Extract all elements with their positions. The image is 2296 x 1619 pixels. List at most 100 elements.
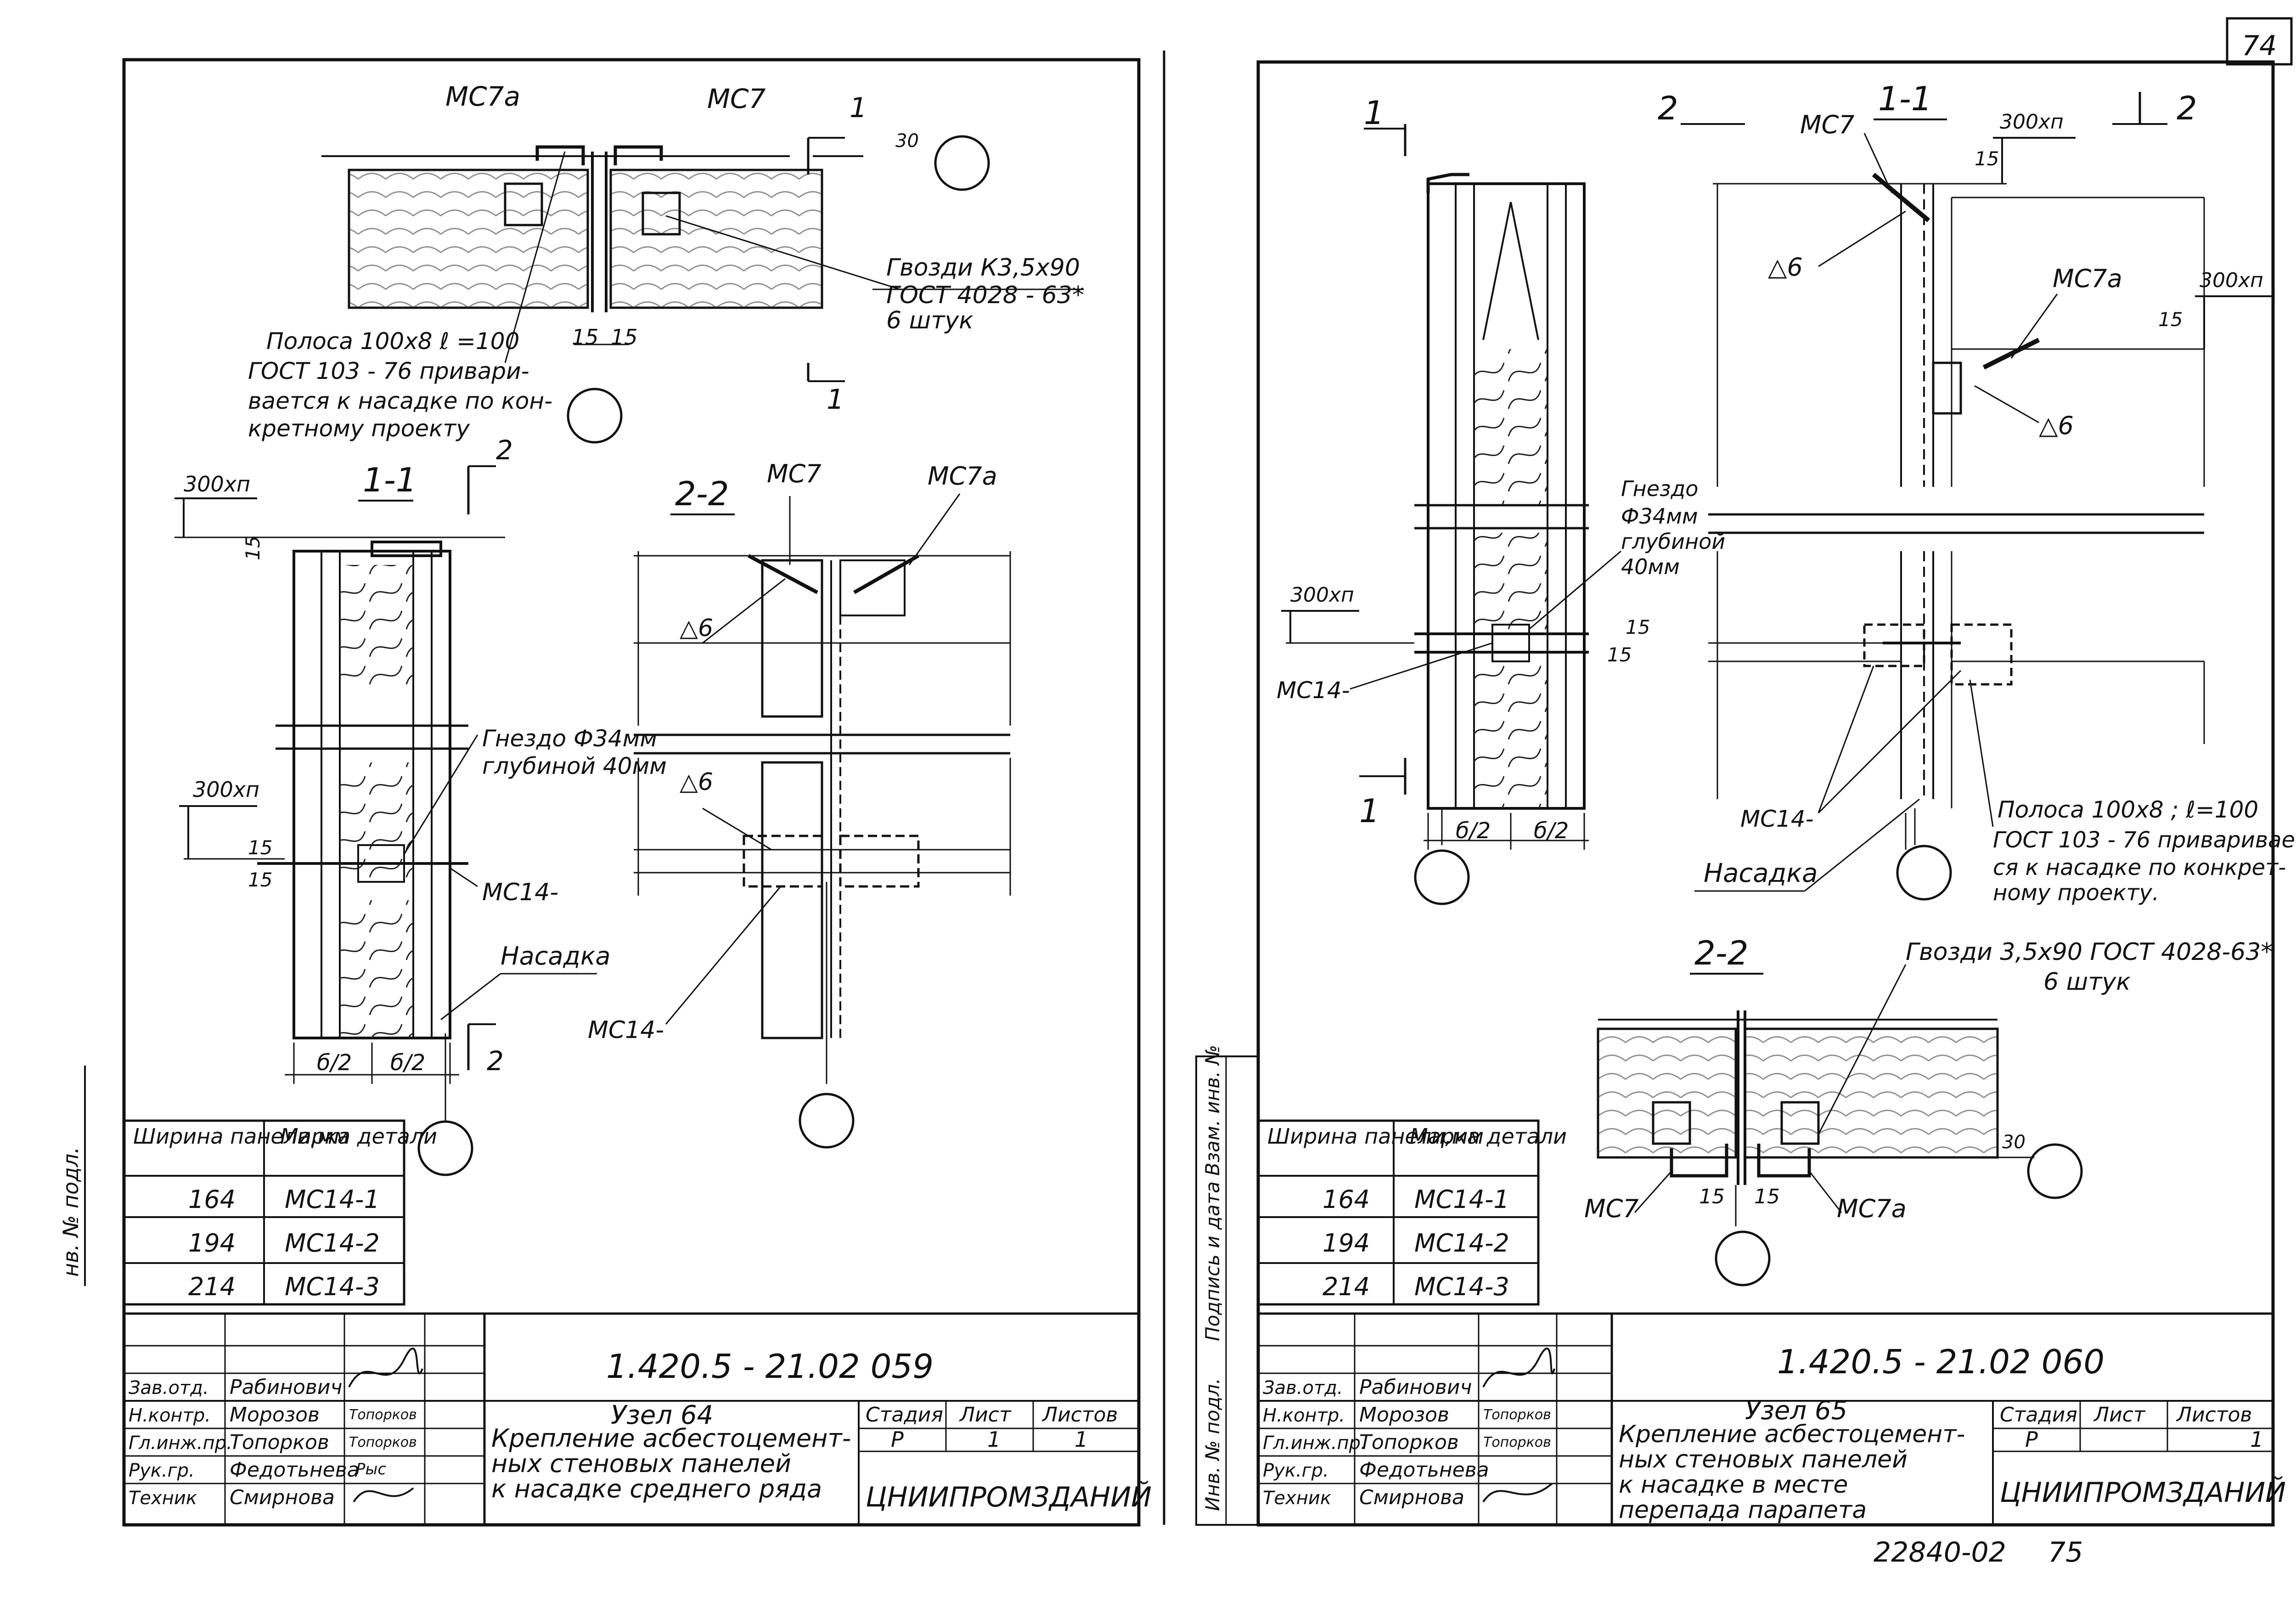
right-s11-strip-4: ному проекту. bbox=[1993, 880, 2159, 906]
left-tb-stage: Р bbox=[891, 1427, 904, 1452]
right-table-r3-width: 214 bbox=[1322, 1272, 1370, 1301]
right-table-r2-width: 194 bbox=[1322, 1229, 1370, 1258]
left-top-dim-15b: 15 bbox=[611, 325, 638, 350]
left-tb-desc-2: ных стеновых панелей bbox=[491, 1449, 791, 1478]
right-s11-half-b1: б/2 bbox=[1456, 818, 1491, 844]
left-tb-stage-label: Стадия bbox=[866, 1403, 943, 1427]
right-table-r1-mark: МС14-1 bbox=[1414, 1185, 1509, 1214]
left-top-section-mark: 1 bbox=[850, 92, 867, 124]
right-s11-dim-15d: 15 bbox=[2158, 308, 2183, 331]
page-number: 74 bbox=[2242, 30, 2277, 62]
right-parts-table: Ширина панели,мм Марка детали 164 МС14-1… bbox=[1257, 1119, 1567, 1306]
left-top-nails-2: ГОСТ 4028 - 63* bbox=[886, 282, 1084, 309]
right-side-stamp-1: Инв. № подл. bbox=[1201, 1378, 1224, 1511]
right-s11-half-b2: б/2 bbox=[1534, 818, 1569, 844]
left-s22-mark-mc7: МС7 bbox=[767, 459, 822, 488]
right-s22-nails-2: 6 штук bbox=[2043, 968, 2131, 996]
right-s11-mark-mc7a: МС7а bbox=[2053, 264, 2122, 293]
left-tb-role-3: Гл.инж.пр. bbox=[129, 1433, 232, 1454]
right-s11-dim-15a: 15 bbox=[1607, 643, 1632, 666]
right-table-r2-mark: МС14-2 bbox=[1414, 1229, 1509, 1258]
right-s11-cut1b: 1 bbox=[1359, 792, 1380, 830]
right-tb-role-4: Рук.гр. bbox=[1263, 1460, 1329, 1481]
page-number-box: 74 bbox=[2226, 17, 2293, 66]
right-s11-level2: 300хп bbox=[2000, 110, 2064, 134]
right-tb-desc-3: к насадке в месте bbox=[1619, 1471, 1848, 1499]
left-tb-sheets: 1 bbox=[1075, 1427, 1088, 1452]
sheet-footer-page: 75 bbox=[2048, 1536, 2083, 1568]
left-s11-cap: Насадка bbox=[501, 942, 611, 970]
right-tb-org: ЦНИИПРОМЗДАНИЙ bbox=[2000, 1476, 2286, 1509]
right-s11-weld1: △6 bbox=[1768, 253, 1803, 282]
right-side-stamp-2: Подпись и дата bbox=[1201, 1181, 1224, 1341]
left-tb-desc-1: Крепление асбестоцемент- bbox=[491, 1424, 851, 1453]
right-s11-cut2b: 2 bbox=[2177, 90, 2197, 127]
right-tb-sheets: 1 bbox=[2250, 1427, 2263, 1452]
right-tb-role-3: Гл.инж.пр. bbox=[1263, 1433, 1367, 1454]
left-s11-title: 1-1 bbox=[363, 461, 417, 499]
signature-scribble-1 bbox=[348, 1348, 423, 1388]
left-top-nails-1: Гвозди К3,5х90 bbox=[886, 254, 1080, 282]
left-top-strip-3: вается к насадке по кон- bbox=[248, 388, 552, 414]
right-tb-sheet-label: Лист bbox=[2093, 1403, 2146, 1427]
right-s22-nails-1: Гвозди 3,5х90 ГОСТ 4028-63* bbox=[1906, 938, 2273, 966]
left-tb-role-1: Зав.отд. bbox=[129, 1377, 209, 1399]
left-top-dim-30: 30 bbox=[895, 130, 919, 152]
right-tb-person-4: Федотьнева bbox=[1359, 1458, 1489, 1482]
left-s11-level: 300хп bbox=[184, 472, 250, 496]
right-tb-desc-1: Крепление асбестоцемент- bbox=[1619, 1421, 1965, 1448]
left-top-dim-15a: 15 bbox=[572, 325, 599, 350]
right-section-1-1: 1 2 1-1 2 bbox=[1277, 79, 2296, 906]
right-s22-dim-15a: 15 bbox=[1699, 1185, 1725, 1208]
left-tb-signature-2: Топорков bbox=[349, 1434, 417, 1450]
left-frame bbox=[122, 58, 1141, 1527]
right-tb-role-1: Зав.отд. bbox=[1263, 1377, 1343, 1399]
left-table-r2-width: 194 bbox=[188, 1229, 236, 1258]
left-top-strip-2: ГОСТ 103 - 76 привари- bbox=[248, 358, 529, 384]
right-s11-mark-mc7: МС7 bbox=[1800, 110, 1855, 139]
left-s11-cut-mark: 2 bbox=[496, 434, 513, 466]
left-side-stamp: нв. № подл. bbox=[58, 1147, 83, 1277]
left-tb-desc-3: к насадке среднего ряда bbox=[491, 1474, 822, 1503]
right-table-r1-width: 164 bbox=[1322, 1185, 1370, 1214]
right-tb-desc-4: перепада парапета bbox=[1619, 1496, 1867, 1524]
left-title-block: 1.420.5 - 21.02 059 Узел 64 Крепление ас… bbox=[124, 1312, 1152, 1525]
right-tb-stage: Р bbox=[2025, 1427, 2038, 1452]
right-tb-person-3: Топорков bbox=[1359, 1431, 1459, 1454]
left-tb-sheets-label: Листов bbox=[1041, 1403, 1118, 1427]
right-s11-socket-1: Гнездо bbox=[1621, 476, 1698, 501]
signature-scribble-4 bbox=[1482, 1483, 1553, 1503]
left-table-r3-mark: МС14-3 bbox=[285, 1272, 380, 1301]
left-tb-node: Узел 64 bbox=[611, 1400, 713, 1430]
left-tb-role-2: Н.контр. bbox=[129, 1405, 211, 1426]
right-tb-role-2: Н.контр. bbox=[1263, 1405, 1345, 1426]
right-s11-socket-3: глубиной bbox=[1621, 529, 1725, 554]
right-tb-desc-2: ных стеновых панелей bbox=[1619, 1446, 1908, 1473]
right-s11-weld2: △6 bbox=[2039, 411, 2074, 440]
right-s11-dim-15b: 15 bbox=[1626, 616, 1650, 638]
right-s11-cap: Насадка bbox=[1704, 858, 1818, 888]
left-s11-cut-mark-bottom: 2 bbox=[487, 1045, 504, 1077]
right-tb-signature-2: Топорков bbox=[1483, 1434, 1551, 1450]
signature-scribble-2 bbox=[353, 1487, 414, 1503]
sheet-footer-code: 22840-02 bbox=[1874, 1536, 2006, 1568]
right-s22-dim-15b: 15 bbox=[1754, 1185, 1780, 1208]
right-tb-signature-1: Топорков bbox=[1483, 1407, 1551, 1423]
left-s11-socket-1: Гнездо Ф34мм bbox=[482, 725, 657, 752]
left-top-strip-4: кретному проекту bbox=[248, 415, 470, 442]
left-s11-socket-2: глубиной 40мм bbox=[482, 753, 667, 779]
right-tb-person-1: Рабинович bbox=[1359, 1376, 1472, 1399]
left-tb-sheet: 1 bbox=[987, 1427, 1001, 1452]
left-top-nails-3: 6 штук bbox=[886, 307, 974, 334]
left-s22-weld1: △6 bbox=[680, 615, 713, 642]
right-s11-strip-3: ся к насадке по конкрет- bbox=[1993, 855, 2286, 880]
right-s22-mark-mc7: МС7 bbox=[1584, 1194, 1639, 1223]
left-tb-org: ЦНИИПРОМЗДАНИЙ bbox=[866, 1481, 1152, 1513]
right-s11-cut1: 1 bbox=[1364, 94, 1384, 132]
right-frame bbox=[1256, 60, 2275, 1527]
left-tb-person-3: Топорков bbox=[230, 1431, 329, 1454]
right-tb-code: 1.420.5 - 21.02 060 bbox=[1777, 1343, 2105, 1381]
signature-scribble-3 bbox=[1482, 1348, 1555, 1388]
right-tb-role-5: Техник bbox=[1263, 1488, 1331, 1509]
